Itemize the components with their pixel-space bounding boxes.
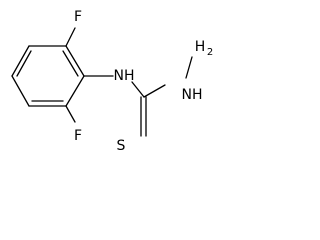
nh2-label: H 2 [195,39,213,58]
bond-ring-to-f-bottom [65,105,76,123]
bond-ring-to-f-top [65,27,76,47]
ring-bond-c6-c1 [65,75,85,107]
bond-nh-to-carbon [131,81,145,98]
fluorine-bottom-label: F [74,128,82,144]
bond-nh-terminal-to-nh2 [185,56,193,79]
nh-label: NH [114,68,135,84]
benzene-ring [11,45,85,107]
ring-double-bond-c3-c4 [16,50,32,77]
nh-terminal-label: NH [182,87,203,103]
ring-double-bond-c1-c2 [62,50,79,77]
nh2-h-label: H [195,39,206,55]
ring-bond-c1-c2 [65,45,85,77]
ring-bond-c4-c5 [11,75,30,107]
ring-bond-c3-c4 [11,45,30,77]
sulfur-label: S [117,138,126,154]
molecule-svg: F F NH S NH H 2 [11,9,213,154]
structure-diagram: F F NH S NH H 2 [0,0,226,155]
bond-carbon-to-nh-terminal [143,84,166,98]
nh2-subscript-label: 2 [207,47,213,58]
fluorine-top-label: F [74,9,82,25]
